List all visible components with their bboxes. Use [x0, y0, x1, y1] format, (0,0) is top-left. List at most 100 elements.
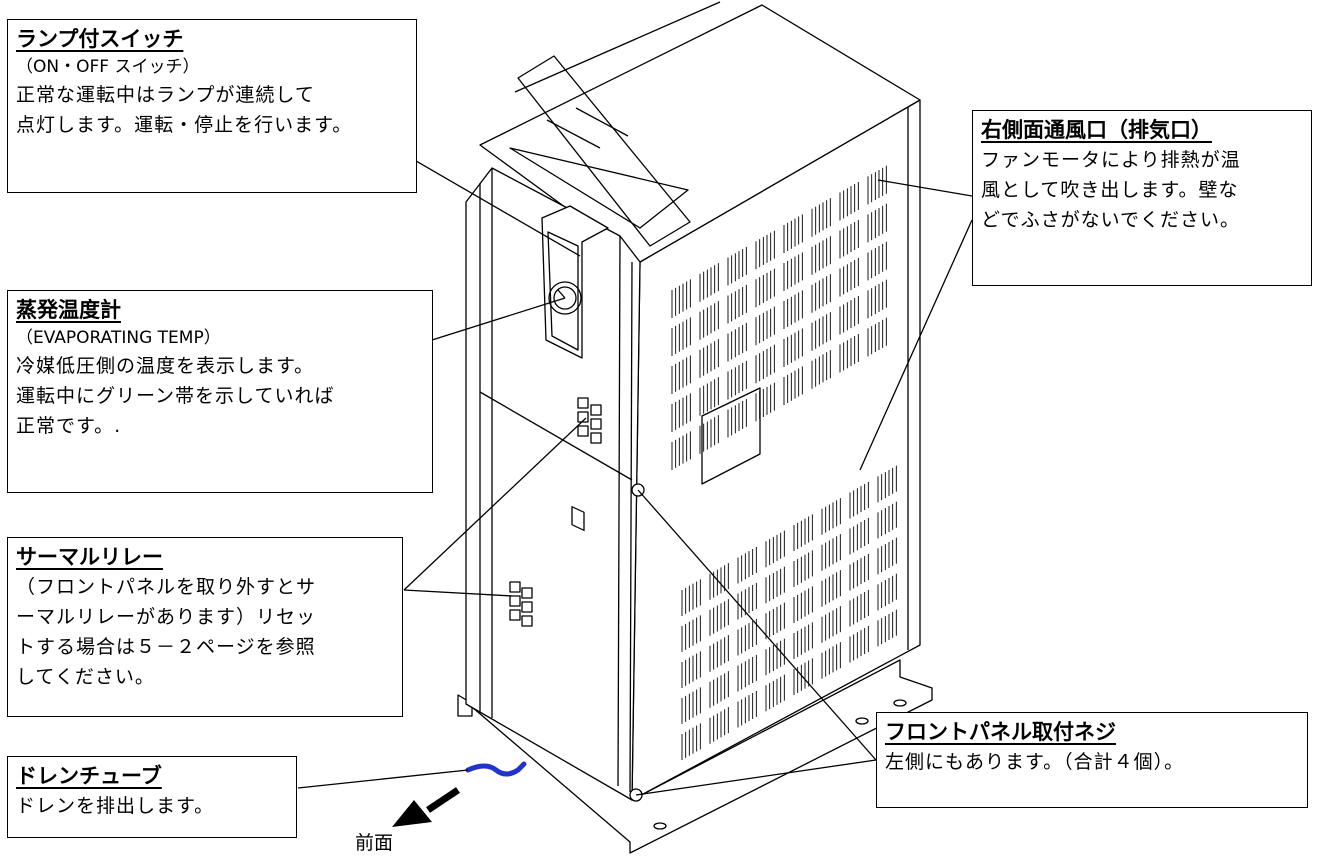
- vent-block: [821, 498, 841, 535]
- vent-block: [811, 312, 831, 351]
- front-arrow-head: [392, 800, 432, 827]
- vent-block: [877, 537, 897, 575]
- callout-line: ファンモータにより排熱が温: [981, 149, 1241, 171]
- vent-block: [867, 241, 887, 281]
- callout-title: 右側面通風口（排気口）: [981, 118, 1212, 142]
- callout-line: （フロントパネルを取り外すとサ: [16, 576, 317, 598]
- vent-block: [727, 360, 747, 400]
- vent-block: [849, 517, 869, 555]
- callout-line: トする場合は５－２ページを参照: [16, 636, 316, 658]
- vent-block: [849, 589, 869, 627]
- vent-block: [699, 263, 719, 302]
- vent-block: [793, 586, 813, 624]
- vent-block: [737, 618, 757, 656]
- vent-block: [821, 534, 841, 571]
- vent-block: [877, 609, 897, 647]
- callout-thermal-relay: サーマルリレー （フロントパネルを取り外すとサ ーマルリレーがあります）リセッ …: [7, 537, 403, 717]
- leader-screw-1: [637, 489, 877, 761]
- vent-block: [839, 181, 859, 221]
- vent-block: [755, 230, 775, 270]
- vent-block: [849, 553, 869, 591]
- vent-block: [737, 690, 757, 728]
- callout-line: 点灯します。運転・停止を行います。: [16, 114, 353, 136]
- vent-block: [699, 301, 719, 340]
- vent-block: [793, 514, 813, 552]
- vent-block: [811, 350, 831, 389]
- vent-block: [727, 398, 747, 438]
- vent-block: [709, 599, 729, 636]
- leader-right-vent-1: [877, 179, 973, 197]
- callout-title: 蒸発温度計: [16, 298, 121, 322]
- vent-block: [709, 671, 729, 708]
- callout-lamp-switch: ランプ付スイッチ （ON・OFF スイッチ） 正常な運転中はランプが連続して 点…: [7, 19, 417, 193]
- vent-block: [877, 465, 897, 503]
- vent-block: [727, 246, 747, 286]
- vent-block: [709, 563, 729, 600]
- callout-line: 左側にもあります。（合計４個）。: [885, 751, 1185, 773]
- base-plate: [457, 659, 933, 854]
- vent-block: [821, 606, 841, 643]
- callout-title: フロントパネル取付ネジ: [885, 720, 1116, 744]
- vent-block: [821, 570, 841, 607]
- vent-block: [755, 344, 775, 384]
- leader-thermal-relay-1: [403, 417, 587, 591]
- vent-block: [681, 723, 701, 760]
- vent-block: [839, 257, 859, 297]
- vent-block: [849, 625, 869, 663]
- callout-line: どでふさがないでください。: [981, 209, 1241, 231]
- vent-block: [755, 382, 775, 422]
- vent-block: [867, 317, 887, 357]
- callout-subtitle: （EVAPORATING TEMP）: [16, 328, 221, 348]
- vent-block: [699, 339, 719, 378]
- lamp-switch: [571, 506, 585, 532]
- callout-line: 冷媒低圧側の温度を表示します。: [16, 355, 315, 377]
- vent-block: [765, 530, 785, 568]
- drain-tube: [465, 761, 527, 777]
- leader-evap-gauge: [431, 297, 566, 341]
- vent-block: [737, 654, 757, 692]
- vent-block: [877, 573, 897, 611]
- vent-block: [699, 415, 719, 454]
- vent-block: [783, 252, 803, 292]
- vent-block: [849, 481, 869, 519]
- callout-right-vent: 右側面通風口（排気口） ファンモータにより排熱が温 風として吹き出します。壁な …: [972, 110, 1312, 286]
- vent-block: [681, 687, 701, 724]
- vent-block: [737, 546, 757, 584]
- vent-block: [709, 635, 729, 672]
- vent-block: [755, 268, 775, 308]
- vent-block: [783, 366, 803, 406]
- front-grille-upper: [577, 397, 602, 444]
- leader-screw-2: [635, 759, 877, 796]
- callout-title: ランプ付スイッチ: [16, 27, 184, 51]
- vent-block: [681, 651, 701, 688]
- vent-block: [737, 582, 757, 620]
- leader-drain-tube: [297, 769, 469, 789]
- vent-block: [671, 431, 691, 470]
- vent-block: [783, 290, 803, 330]
- vent-block: [765, 566, 785, 604]
- vent-block: [681, 579, 701, 616]
- vent-block: [727, 284, 747, 324]
- front-panel-split: [479, 391, 633, 481]
- vent-block: [811, 236, 831, 275]
- callout-line: ーマルリレーがあります）リセッ: [16, 606, 317, 628]
- callout-panel-screw: フロントパネル取付ネジ 左側にもあります。（合計４個）。: [876, 712, 1308, 808]
- vent-block: [839, 295, 859, 335]
- callout-line: 運転中にグリーン帯を示していれば: [16, 385, 335, 407]
- vent-block: [821, 642, 841, 679]
- vent-block: [877, 501, 897, 539]
- leader-thermal-relay-2: [403, 589, 513, 597]
- vent-block: [765, 674, 785, 712]
- vent-block: [699, 377, 719, 416]
- vent-block: [681, 615, 701, 652]
- vent-block: [755, 306, 775, 346]
- front-grille-lower: [509, 581, 533, 627]
- label-plate: [701, 387, 761, 485]
- top-panel: [517, 55, 691, 247]
- vent-block: [671, 393, 691, 432]
- vent-block: [671, 279, 691, 318]
- callout-line: 風として吹き出します。壁な: [981, 179, 1239, 201]
- callout-line: 正常です。.: [16, 415, 122, 437]
- front-arrow-shaft: [426, 787, 460, 813]
